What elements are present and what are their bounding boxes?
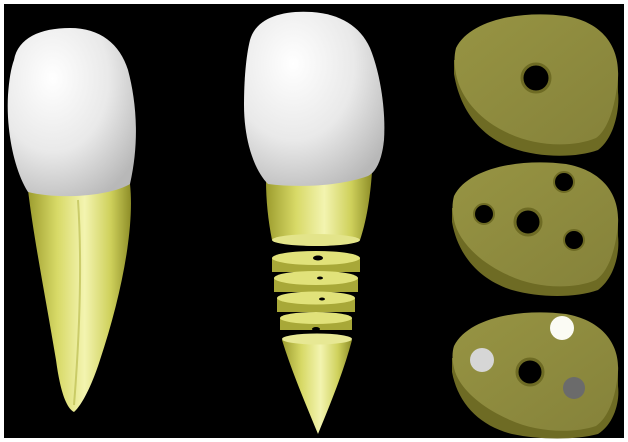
sectioned-tooth-crown xyxy=(244,12,384,186)
tooth-section-3 xyxy=(277,292,355,313)
discs xyxy=(452,14,618,438)
sectioned-tooth-upper-root-base xyxy=(272,234,360,246)
tooth-section-1 xyxy=(272,251,360,272)
section-1-hole xyxy=(313,256,323,261)
disc-3-hole-center xyxy=(517,359,543,385)
sectioned-tooth-apex-top xyxy=(282,334,352,345)
tooth-section-4 xyxy=(280,312,352,331)
section-2-top xyxy=(274,271,358,285)
section-3-top xyxy=(277,292,355,305)
section-4-hole xyxy=(312,327,320,331)
disc-2-hole-left xyxy=(474,204,494,224)
section-4-top xyxy=(280,312,352,324)
section-3-hole xyxy=(319,298,325,301)
whole-tooth-crown xyxy=(8,28,136,196)
disc-3-insert-dark-grey xyxy=(563,377,585,399)
disc-3-insert-light-grey xyxy=(470,348,494,372)
disc-2-hole-top-right xyxy=(554,172,574,192)
tooth-section-2 xyxy=(274,271,358,292)
section-2-hole xyxy=(317,277,323,280)
disc-2-hole-center xyxy=(515,209,541,235)
disc-3-insert-white xyxy=(550,316,574,340)
disc-2-hole-bottom-right xyxy=(564,230,584,250)
